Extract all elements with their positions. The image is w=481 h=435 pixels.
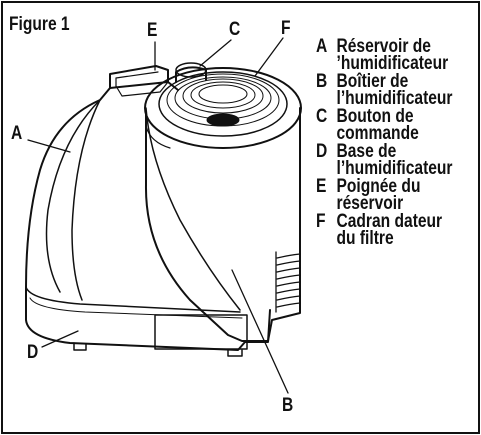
legend-text: Bouton de xyxy=(336,106,414,127)
legend-text: ’humidificateur xyxy=(336,53,449,74)
legend-key: D xyxy=(316,141,328,162)
leader-lines xyxy=(27,37,289,394)
base-panel xyxy=(154,314,248,350)
legend-text: Base de xyxy=(336,141,397,162)
base-foot-right xyxy=(227,349,243,357)
tank-handle xyxy=(109,65,169,89)
figure-title: Figure 1 xyxy=(9,14,70,35)
legend-key: A xyxy=(316,36,328,57)
filter-date-dial xyxy=(206,113,240,127)
humidifier-housing xyxy=(144,107,301,342)
legend-text: commande xyxy=(336,123,419,144)
legend-key: F xyxy=(316,211,326,232)
humidifier-tank xyxy=(25,81,179,288)
legend-text: réservoir xyxy=(336,193,404,214)
legend-key: E xyxy=(316,176,327,197)
legend-key: C xyxy=(316,106,328,127)
legend-text: l’humidificateur xyxy=(336,88,453,109)
callout-c: C xyxy=(229,19,241,40)
humidifier-base xyxy=(25,286,271,351)
base-foot xyxy=(73,342,87,351)
legend-item-a: A Réservoir de’humidificateur xyxy=(316,36,449,74)
legend-key: B xyxy=(316,71,328,92)
air-vent xyxy=(275,251,301,313)
callout-b: B xyxy=(282,395,294,416)
callout-a: A xyxy=(11,123,23,144)
legend-text: Poignée du xyxy=(336,176,421,197)
housing-top-rim xyxy=(144,67,302,149)
legend-text: Cadran dateur xyxy=(336,211,443,232)
legend-text: du filtre xyxy=(336,228,394,249)
parts-legend: A Réservoir de’humidificateur B Boîtier … xyxy=(316,36,476,249)
legend-text: l’humidificateur xyxy=(336,158,453,179)
legend-text: Réservoir de xyxy=(336,36,431,57)
callout-d: D xyxy=(27,342,39,363)
callout-f: F xyxy=(281,18,291,39)
callout-e: E xyxy=(147,20,158,41)
legend-text: Boîtier de xyxy=(336,71,409,92)
